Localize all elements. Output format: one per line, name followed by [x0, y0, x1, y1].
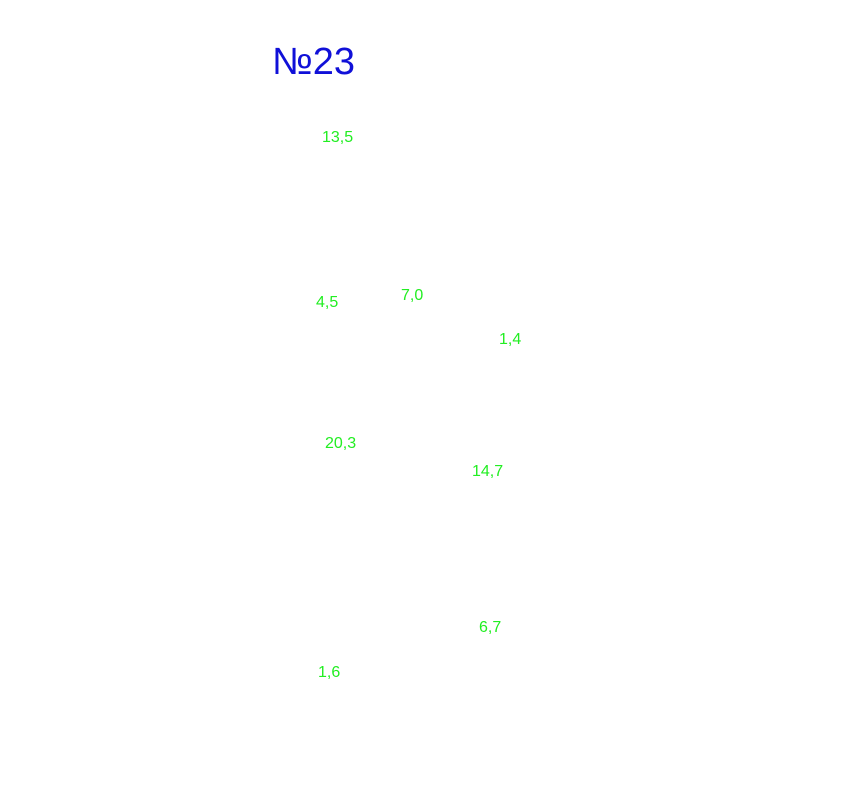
value-label: 14,7 [472, 463, 504, 480]
value-label: 7,0 [401, 287, 424, 304]
value-label: 13,5 [322, 129, 354, 146]
value-label: 1,6 [318, 664, 341, 681]
value-label: 6,7 [479, 619, 502, 636]
value-label: 4,5 [316, 294, 339, 311]
sheet-title: №23 [272, 41, 356, 83]
value-label: 20,3 [325, 435, 357, 452]
value-label: 1,4 [499, 331, 522, 348]
